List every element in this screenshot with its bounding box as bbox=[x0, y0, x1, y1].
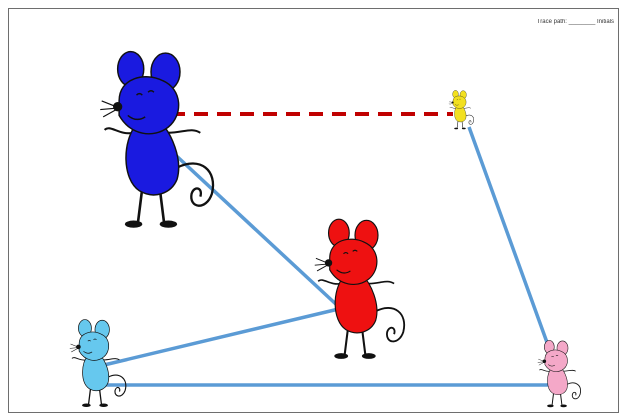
yellow-mouse bbox=[448, 90, 474, 130]
blue-mouse bbox=[98, 50, 215, 230]
solid-path-red-to-lightblue bbox=[103, 305, 348, 367]
header-text: Trace path: ________ Initials bbox=[536, 19, 614, 25]
pink-mouse bbox=[537, 339, 582, 408]
solid-path-blue-to-red bbox=[167, 147, 341, 309]
solid-path-yellow-to-pink bbox=[467, 126, 555, 360]
red-mouse bbox=[313, 218, 406, 360]
worksheet-page: Trace path: ________ Initials bbox=[8, 8, 619, 413]
mouse-path-drawing bbox=[69, 50, 582, 408]
